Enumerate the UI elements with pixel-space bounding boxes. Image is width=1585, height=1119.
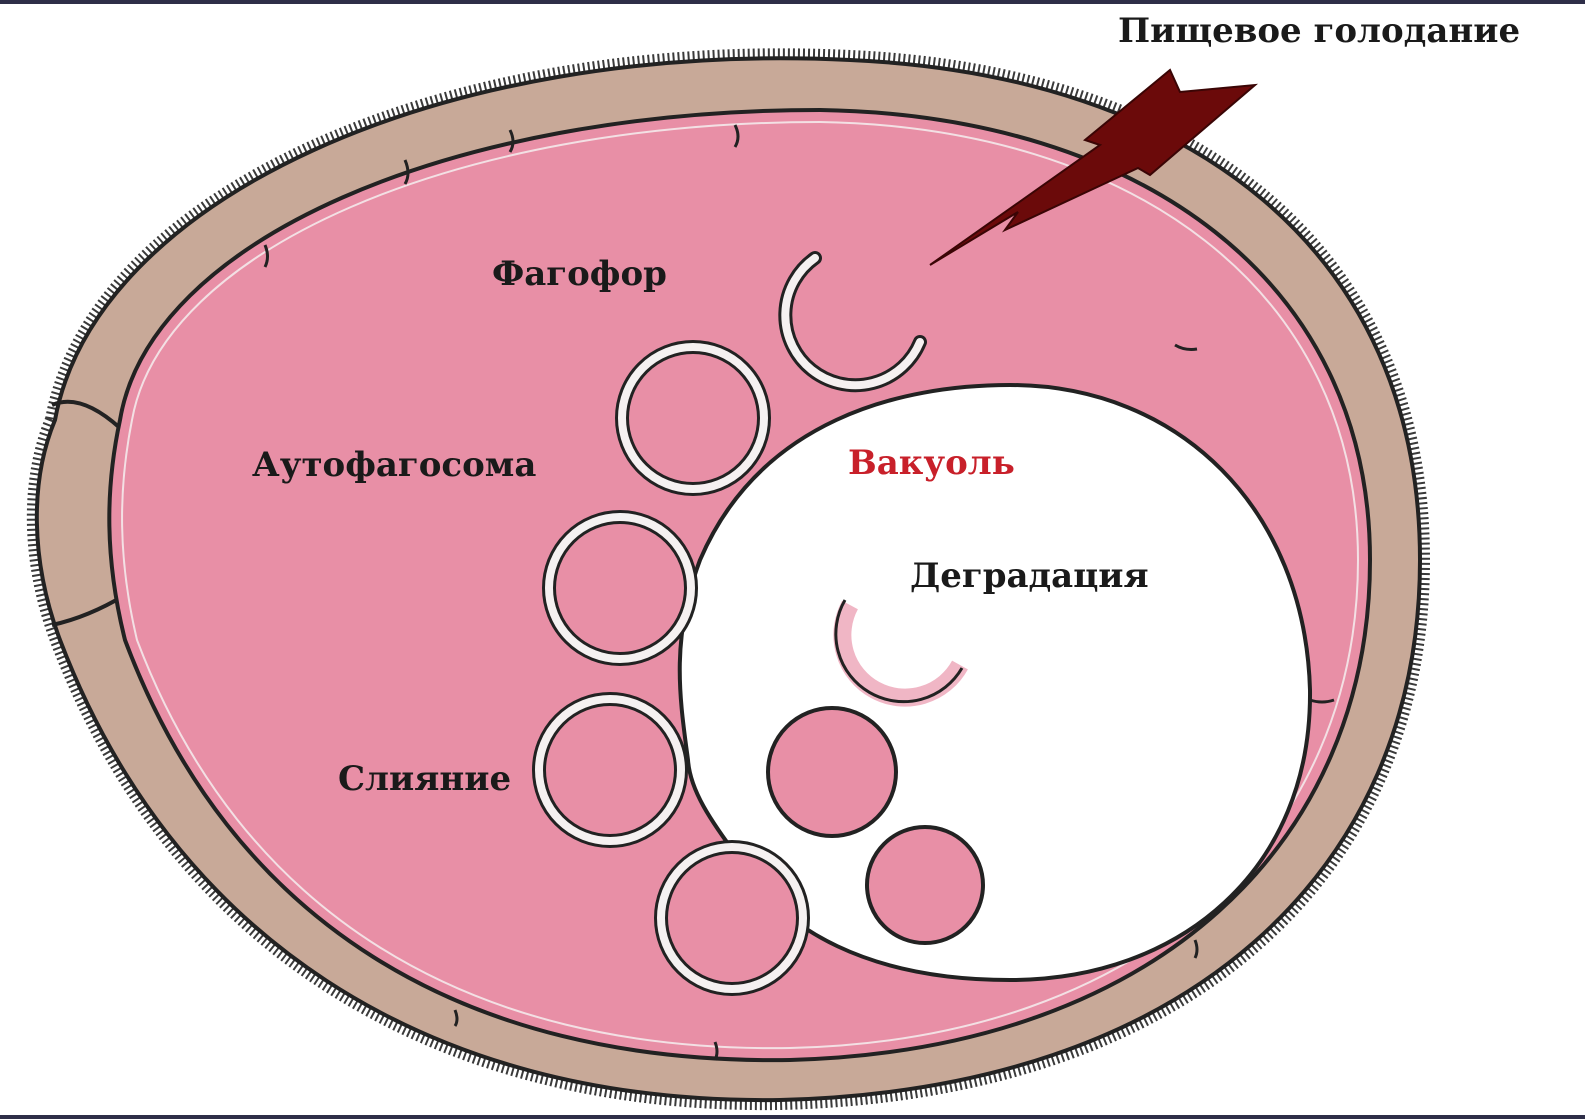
fusion-label: Слияние [338,759,511,799]
starvation-label: Пищевое голодание [1118,11,1520,51]
degradation-label: Деградация [910,556,1149,596]
vacuole-label: Вакуоль [848,443,1015,483]
autophagosome-fusing-left [539,699,681,841]
autophagic-body-upper [768,708,896,836]
bottom-frame-border [0,1115,1585,1119]
phagophore-label: Фагофор [492,254,667,294]
autophagosome-middle [549,517,691,659]
autophagosome-fusing-bottom [661,847,803,989]
autophagosome-top [622,347,764,489]
autophagosome-label: Аутофагосома [252,445,536,485]
autophagic-body-lower [867,827,983,943]
